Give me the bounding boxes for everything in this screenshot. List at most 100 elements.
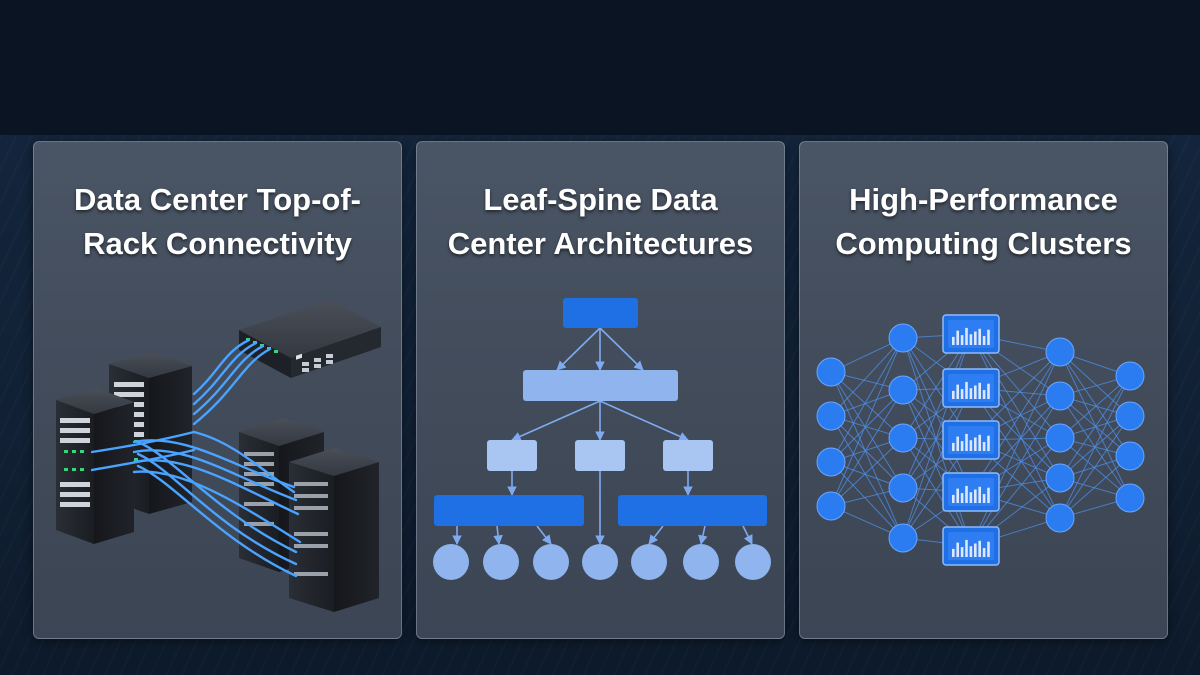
- cluster-link: [970, 333, 1061, 519]
- cluster-link: [830, 415, 904, 489]
- cluster-link: [902, 389, 972, 547]
- activity-bar: [978, 328, 981, 345]
- activity-bar: [978, 382, 981, 399]
- activity-bar: [987, 435, 990, 451]
- card-title-line-1: High-Performance: [849, 182, 1118, 217]
- card-title-line-2: Rack Connectivity: [83, 226, 352, 261]
- activity-bar: [974, 331, 977, 345]
- activity-bar: [960, 389, 964, 399]
- cluster-link: [1059, 351, 1131, 499]
- activity-bar: [974, 489, 977, 503]
- activity-bar: [978, 434, 981, 451]
- server-rack-2: [56, 388, 134, 544]
- compute-node: [1045, 503, 1075, 533]
- activity-bar: [960, 441, 964, 451]
- spine-layer-node: [523, 370, 678, 401]
- activity-bar: [987, 541, 990, 557]
- endpoint-node: [483, 544, 519, 580]
- compute-node: [1045, 381, 1075, 411]
- cluster-link: [1059, 351, 1131, 417]
- compute-node: [1045, 463, 1075, 493]
- cluster-link: [970, 351, 1061, 547]
- compute-node: [1045, 337, 1075, 367]
- spine-core-node: [563, 298, 638, 328]
- output-node: [1115, 361, 1145, 391]
- activity-bar: [974, 543, 977, 557]
- gpu-server-screen: [948, 532, 994, 560]
- output-node: [1115, 401, 1145, 431]
- compute-node: [888, 423, 918, 453]
- cluster-link: [830, 371, 904, 489]
- cluster-nodes: [816, 314, 1145, 566]
- gpu-server-screen: [948, 374, 994, 402]
- cluster-link: [970, 351, 1061, 493]
- endpoint-node: [631, 544, 667, 580]
- cluster-link: [902, 387, 972, 539]
- cluster-link: [1059, 437, 1131, 499]
- compute-node: [888, 323, 918, 353]
- compute-node: [888, 473, 918, 503]
- card-title-line-1: Data Center Top-of-: [73, 182, 362, 217]
- card-title-line-2: Center Architectures: [447, 226, 754, 261]
- card-title: Data Center Top-of- Rack Connectivity: [34, 178, 401, 266]
- endpoint-node: [433, 544, 469, 580]
- endpoint-node: [533, 544, 569, 580]
- activity-bar: [965, 485, 968, 503]
- activity-bar: [969, 440, 973, 451]
- leaf-node-2: [575, 440, 625, 471]
- card-top-of-rack: Data Center Top-of- Rack Connectivity: [33, 141, 402, 639]
- cluster-link: [902, 333, 972, 489]
- cluster-link: [970, 395, 1061, 547]
- card-leaf-spine: Leaf-Spine Data Center Architectures: [416, 141, 785, 639]
- activity-bar: [952, 336, 955, 345]
- activity-bar: [969, 334, 973, 345]
- endpoint-node: [683, 544, 719, 580]
- activity-bar: [956, 384, 959, 399]
- gpu-server-screen: [948, 320, 994, 348]
- activity-bar: [952, 390, 955, 399]
- input-node: [816, 357, 846, 387]
- endpoint-nodes: [433, 544, 771, 580]
- cluster-link: [1059, 395, 1131, 457]
- cluster-link: [1059, 375, 1131, 439]
- compute-node: [1045, 423, 1075, 453]
- gpu-server-node: [942, 368, 1000, 408]
- card-title-line-1: Leaf-Spine Data: [483, 182, 718, 217]
- card-title: High-Performance Computing Clusters: [800, 178, 1167, 266]
- gpu-server-node: [942, 420, 1000, 460]
- endpoint-node: [582, 544, 618, 580]
- header-band: [0, 0, 1200, 135]
- cluster-link: [830, 461, 904, 539]
- input-node: [816, 447, 846, 477]
- card-title: Leaf-Spine Data Center Architectures: [417, 178, 784, 266]
- cluster-link: [830, 437, 904, 507]
- cluster-link: [830, 371, 904, 539]
- cluster-link: [830, 337, 904, 463]
- activity-bar: [982, 336, 986, 345]
- gpu-server-node: [942, 314, 1000, 354]
- output-node: [1115, 483, 1145, 513]
- activity-bar: [952, 494, 955, 503]
- server-racks-cabling-icon: [56, 300, 381, 612]
- activity-bar: [965, 327, 968, 345]
- cluster-link: [830, 371, 904, 439]
- activity-bar: [965, 539, 968, 557]
- cluster-link: [1059, 375, 1131, 479]
- activity-bar: [978, 540, 981, 557]
- cluster-link: [1059, 375, 1131, 519]
- cluster-link: [970, 333, 1061, 479]
- activity-bar: [956, 542, 959, 557]
- cluster-link: [1059, 351, 1131, 457]
- activity-bar: [956, 436, 959, 451]
- activity-bar: [956, 488, 959, 503]
- cluster-link: [830, 337, 904, 417]
- cluster-link: [830, 337, 904, 507]
- cluster-link: [830, 415, 904, 539]
- activity-bar: [952, 442, 955, 451]
- activity-bar: [960, 547, 964, 557]
- compute-node: [888, 523, 918, 553]
- activity-bar: [987, 329, 990, 345]
- leaf-node-3: [663, 440, 713, 471]
- gpu-server-node: [942, 472, 1000, 512]
